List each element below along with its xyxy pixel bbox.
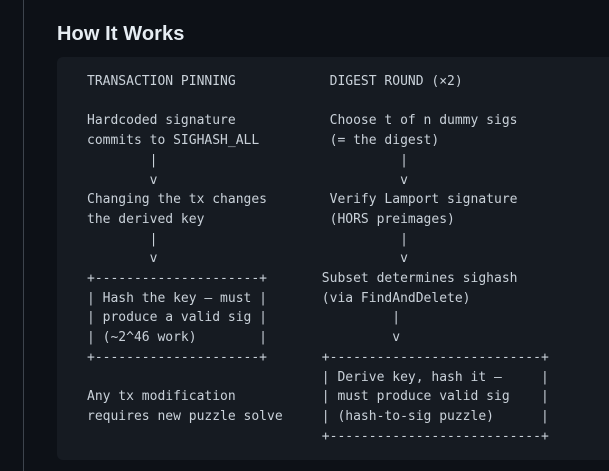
code-block-panel: TRANSACTION PINNING DIGEST ROUND (×2) Ha…: [57, 57, 609, 460]
pane-divider: [23, 0, 24, 471]
ascii-flow-diagram: TRANSACTION PINNING DIGEST ROUND (×2) Ha…: [87, 74, 549, 444]
page-title: How It Works: [57, 23, 185, 45]
